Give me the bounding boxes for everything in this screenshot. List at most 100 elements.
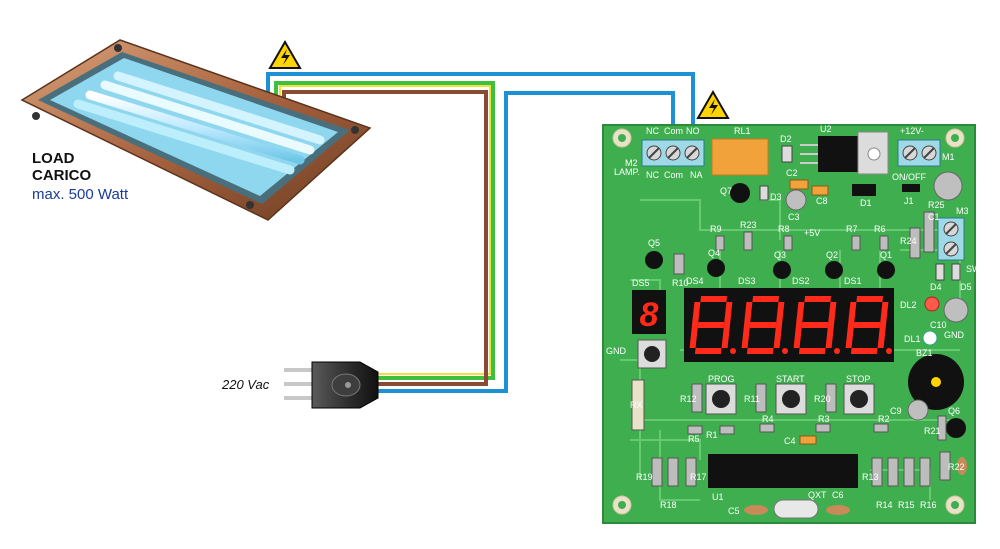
resistor-r8: [783, 235, 793, 251]
display-segment: [825, 325, 834, 348]
display-segment: [746, 348, 774, 354]
label-c2: C2: [786, 168, 798, 178]
label-q6: Q6: [948, 406, 960, 416]
capacitor-c4: [799, 435, 817, 445]
label-ds3: DS3: [738, 276, 756, 286]
m2-label-nc-bottom: NC: [646, 170, 659, 180]
label-r9: R9: [710, 224, 722, 234]
button-start: [775, 383, 807, 415]
m1-name: M1: [942, 152, 955, 162]
transistor-q1: [877, 261, 895, 279]
label-r15: R15: [898, 500, 915, 510]
display-segment: [773, 325, 782, 348]
m3-name: M3: [956, 206, 969, 216]
label-u2: U2: [820, 124, 832, 134]
label-gnd-right: GND: [944, 330, 965, 340]
relay-rl1: [711, 138, 769, 176]
terminal-m1: [897, 139, 941, 167]
resistor-r13: [871, 457, 883, 487]
resistor-r19: [651, 457, 663, 487]
label-r1: R1: [706, 430, 718, 440]
resistor-r7: [851, 235, 861, 251]
label-r22: R22: [948, 462, 965, 472]
regulator-u2: [800, 131, 889, 175]
crystal-qxt: [773, 499, 819, 519]
label-r17: R17: [690, 472, 707, 482]
resistor-r15: [903, 457, 915, 487]
label-r11: R11: [744, 394, 760, 404]
resistor-r16: [919, 457, 931, 487]
label-plus5v: +5V: [804, 228, 820, 238]
resistor-r2: [873, 423, 889, 433]
label-d3: D3: [770, 192, 782, 202]
label-ds2: DS2: [792, 276, 810, 286]
display-ds5-digit: 8: [640, 296, 659, 334]
label-prog: PROG: [708, 374, 735, 384]
label-r12: R12: [680, 394, 697, 404]
diode-d5: [951, 263, 961, 281]
warning-icon: [268, 39, 302, 69]
display-digit: [845, 296, 892, 354]
button-stop: [843, 383, 875, 415]
transistor-q6: [946, 418, 966, 438]
label-r19: R19: [636, 472, 653, 482]
label-r14: R14: [876, 500, 893, 510]
label-r21: R21: [924, 426, 941, 436]
label-r13: R13: [862, 472, 879, 482]
display-digit: [689, 296, 736, 354]
capacitor-c8: [811, 185, 829, 196]
wire-earth-green: [274, 81, 495, 380]
label-c4: C4: [784, 436, 796, 446]
label-qxt: QXT: [808, 490, 827, 500]
terminal-m3: [937, 217, 965, 261]
resistor-r10: [673, 253, 685, 275]
display-segment: [845, 325, 854, 348]
display-segment: [853, 322, 881, 328]
label-stop: STOP: [846, 374, 870, 384]
label-c9: C9: [890, 406, 902, 416]
label-r3: R3: [818, 414, 830, 424]
m2-label-com-top: Com: [664, 126, 683, 136]
label-u1: U1: [712, 492, 724, 502]
display-segment: [697, 322, 725, 328]
display-segment: [694, 348, 722, 354]
m2-name: M2: [625, 158, 638, 168]
resistor-r24: [909, 227, 921, 259]
resistor-r14: [887, 457, 899, 487]
label-onoff: ON/OFF: [892, 172, 926, 182]
label-r24: R24: [900, 236, 917, 246]
resistor-r12: [691, 383, 703, 413]
display-digit: [793, 296, 840, 354]
pcb-silkscreen-labels: NC Com NO M2 LAMP. NC Com NA RL1 U2 D2 C…: [606, 124, 981, 516]
warning-icon: [696, 89, 730, 119]
pcb-board: 8: [602, 124, 976, 524]
label-j1: J1: [904, 196, 914, 206]
display-digits: [689, 296, 892, 354]
display-decimal-point: [886, 348, 892, 354]
label-r2: R2: [878, 414, 890, 424]
load-title-line1: LOAD: [32, 150, 75, 167]
label-start: START: [776, 374, 805, 384]
display-segment: [752, 296, 780, 302]
display-segment: [798, 348, 826, 354]
capacitor-c2: [789, 179, 809, 190]
display-segment: [850, 348, 878, 354]
label-rx: RX: [630, 400, 643, 410]
label-c3: C3: [788, 212, 800, 222]
resistor-r11: [755, 383, 767, 413]
m2-label-nc-top: NC: [646, 126, 659, 136]
microcontroller-u1: [708, 454, 858, 488]
jumper-j1: [902, 184, 920, 192]
display-segment: [741, 325, 750, 348]
transistor-q2: [825, 261, 843, 279]
diode-d3: [759, 185, 769, 201]
resistor-r4: [759, 423, 775, 433]
resistor-r6: [879, 235, 889, 251]
label-q2: Q2: [826, 250, 838, 260]
resistor-r5: [687, 425, 703, 435]
capacitor-c6: [826, 505, 850, 515]
diode-d4: [935, 263, 945, 281]
label-d1: D1: [860, 198, 872, 208]
connector-rx: [631, 379, 645, 431]
label-c5: C5: [728, 506, 740, 516]
